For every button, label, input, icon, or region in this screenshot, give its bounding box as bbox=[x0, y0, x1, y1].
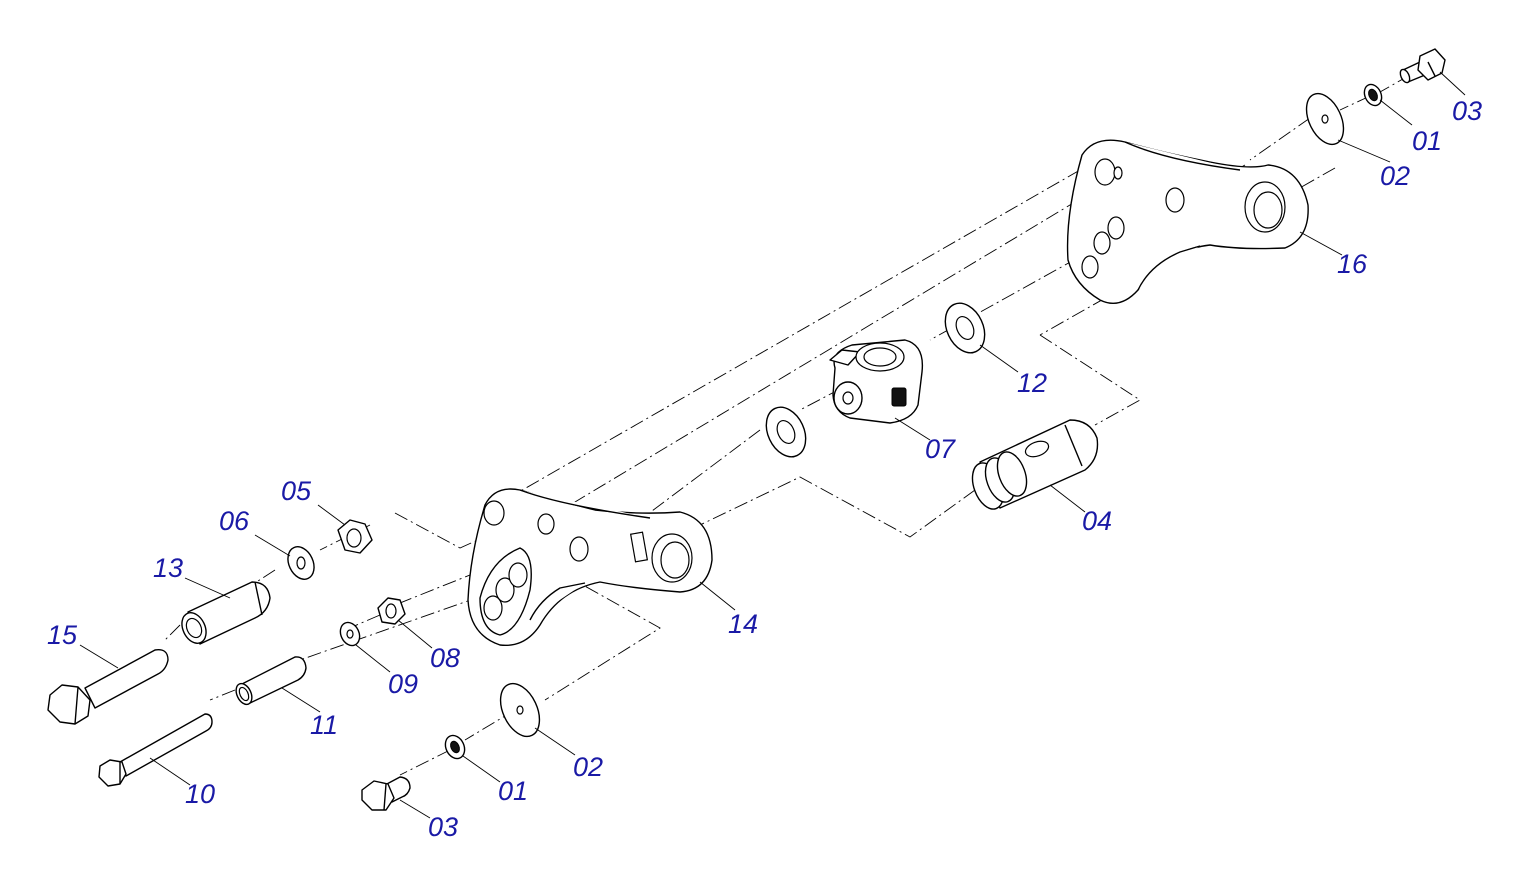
bolt-03-bottom bbox=[361, 776, 411, 811]
nut-08 bbox=[377, 597, 406, 625]
callout-15: 15 bbox=[47, 620, 78, 650]
callout-13: 13 bbox=[153, 553, 183, 583]
nut-05 bbox=[337, 519, 373, 554]
washer-02-bottom bbox=[499, 682, 541, 738]
lock-washer-01-bottom bbox=[444, 734, 466, 760]
callout-08: 08 bbox=[430, 643, 460, 673]
bolt-03-top bbox=[1399, 48, 1446, 84]
callout-labels: 03 01 02 16 12 07 04 05 06 13 15 14 08 0… bbox=[47, 96, 1482, 842]
callout-02-bottom: 02 bbox=[573, 752, 603, 782]
callout-16: 16 bbox=[1337, 249, 1368, 279]
bushing-13 bbox=[181, 581, 271, 645]
bolt-15 bbox=[47, 649, 169, 725]
washer-06 bbox=[287, 546, 315, 580]
washer-09 bbox=[339, 621, 361, 647]
callout-03-top: 03 bbox=[1452, 96, 1482, 126]
callout-01-bottom: 01 bbox=[498, 776, 528, 806]
callout-04: 04 bbox=[1082, 506, 1112, 536]
callout-02-top: 02 bbox=[1380, 161, 1410, 191]
bracket-plate-16 bbox=[1066, 139, 1309, 304]
callout-10: 10 bbox=[185, 779, 215, 809]
swivel-block-07 bbox=[829, 339, 924, 424]
callout-12: 12 bbox=[1017, 368, 1047, 398]
washer-12 bbox=[944, 302, 986, 354]
washer-center bbox=[765, 406, 807, 458]
callout-01-top: 01 bbox=[1412, 126, 1442, 156]
callout-14: 14 bbox=[728, 609, 758, 639]
pin-04 bbox=[971, 419, 1099, 510]
bushing-11 bbox=[235, 656, 307, 706]
lock-washer-01-top bbox=[1363, 83, 1383, 107]
callout-03-bottom: 03 bbox=[428, 812, 458, 842]
bracket-plate-14 bbox=[467, 488, 713, 647]
washer-02-top bbox=[1305, 92, 1345, 146]
bolt-10 bbox=[98, 713, 213, 787]
callout-11: 11 bbox=[310, 710, 338, 740]
callout-06: 06 bbox=[219, 506, 250, 536]
callout-09: 09 bbox=[388, 669, 418, 699]
leader-lines bbox=[79, 71, 1466, 819]
callout-05: 05 bbox=[281, 476, 312, 506]
callout-07: 07 bbox=[925, 434, 956, 464]
